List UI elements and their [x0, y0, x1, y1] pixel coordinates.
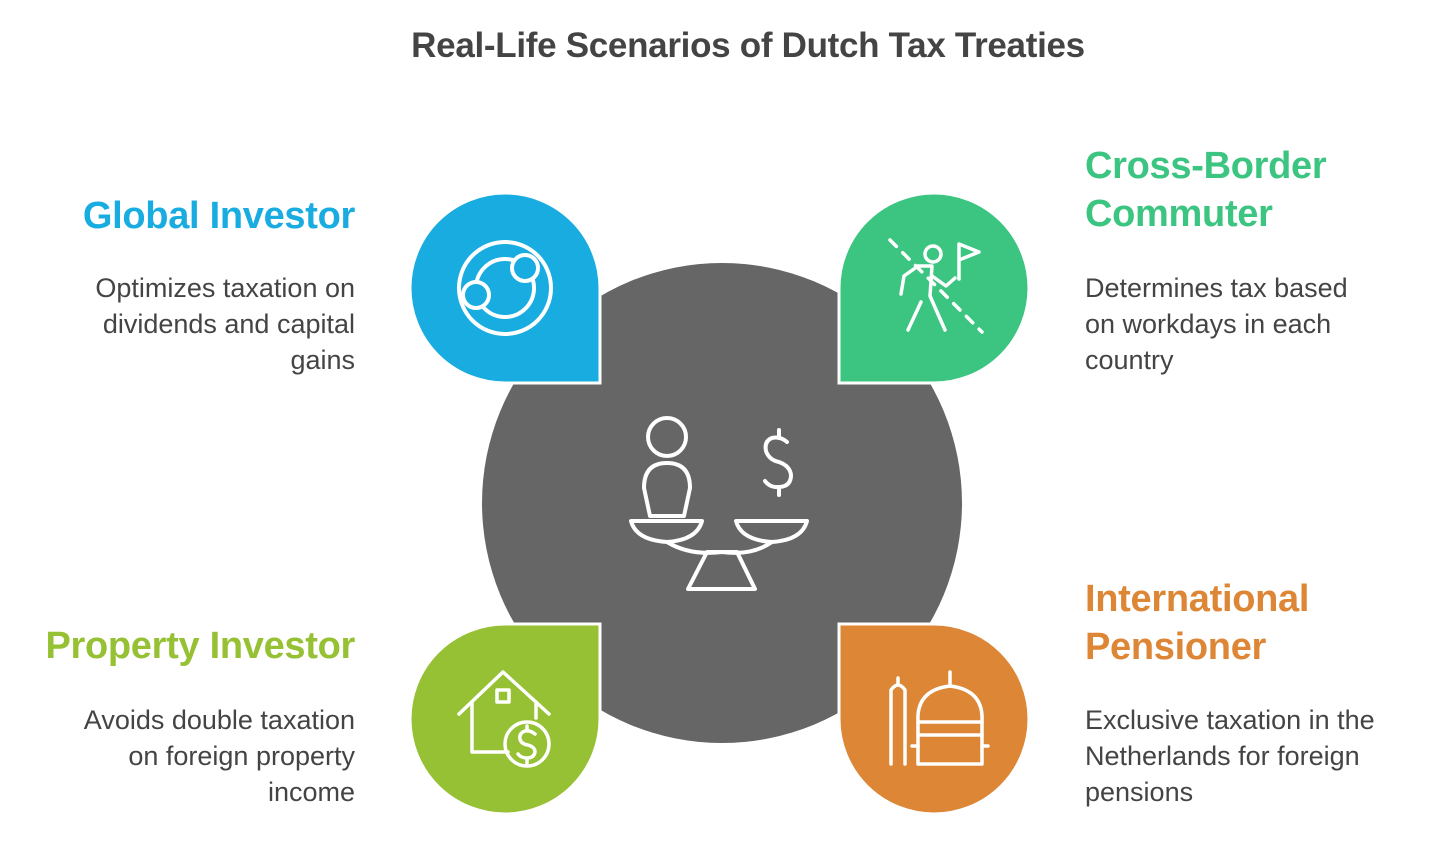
property-investor-badge	[408, 622, 602, 816]
international-pensioner-badge	[837, 622, 1031, 816]
scale-person-dollar-icon	[629, 416, 809, 591]
property-investor-description: Avoids double taxation on foreign proper…	[83, 705, 355, 807]
page-title: Real-Life Scenarios of Dutch Tax Treatie…	[411, 26, 1085, 65]
property-investor-title: Property Investor	[45, 625, 355, 667]
international-pensioner-description: Exclusive taxation in the Netherlands fo…	[1085, 705, 1375, 807]
person-crossing-border-icon	[888, 238, 984, 334]
property-investor-shape	[408, 622, 602, 816]
global-investor-badge	[408, 191, 602, 385]
international-pensioner-title: International Pensioner	[1085, 578, 1310, 668]
cross-border-commuter-shape	[837, 191, 1031, 385]
cross-border-commuter-badge	[837, 191, 1031, 385]
cross-border-commuter-title: Cross-Border Commuter	[1085, 145, 1327, 235]
global-investor-title: Global Investor	[82, 195, 355, 237]
global-investor-description: Optimizes taxation on dividends and capi…	[95, 273, 355, 375]
global-investor-shape	[408, 191, 602, 385]
cross-border-commuter-description: Determines tax based on workdays in each…	[1085, 273, 1348, 375]
mosque-icon	[889, 670, 990, 766]
house-dollar-icon	[457, 670, 551, 768]
international-pensioner-shape	[837, 622, 1031, 816]
globe-network-icon	[457, 240, 553, 336]
